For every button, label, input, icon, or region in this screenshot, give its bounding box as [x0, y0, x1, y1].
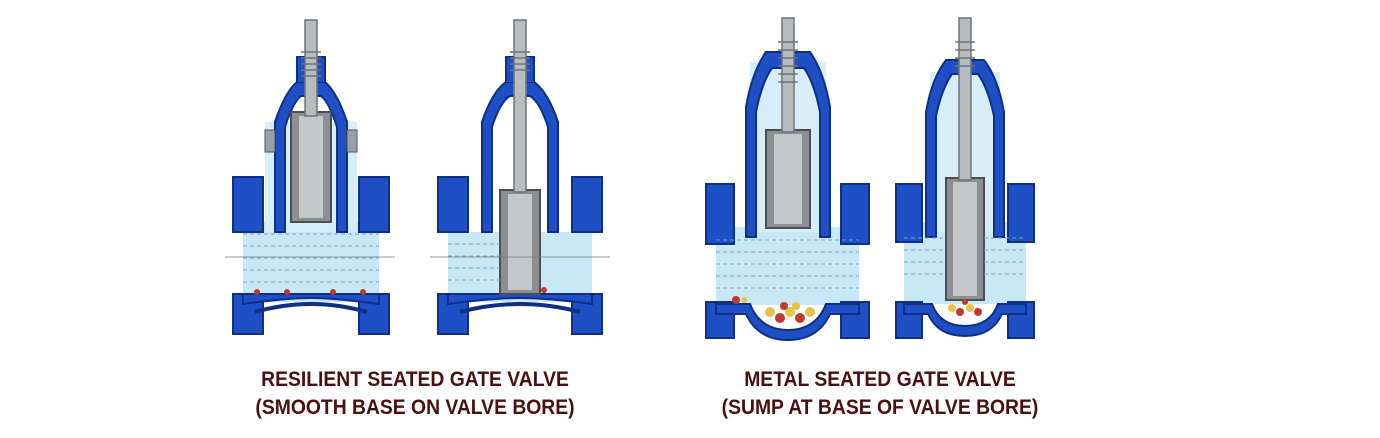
water-bore: [243, 222, 379, 302]
valve-stem: [304, 19, 318, 117]
sump-debris: [948, 299, 982, 316]
bonnet: [925, 59, 1005, 238]
sump-base: [903, 303, 1027, 338]
resilient-valve-closed-illustration: [430, 12, 610, 342]
metal-valve-open-illustration: [700, 12, 875, 342]
left-flange: [232, 176, 264, 233]
metal-valve-closed-illustration: [890, 12, 1040, 342]
caption-metal-seated: METAL SEATED GATE VALVE (SUMP AT BASE OF…: [705, 366, 1055, 422]
flow-lines: [243, 233, 379, 283]
valve-base: [447, 293, 593, 306]
valve-base: [242, 293, 380, 306]
caption-metal-line1: METAL SEATED GATE VALVE: [744, 368, 1016, 391]
sump-debris: [732, 296, 815, 323]
flow-lines: [448, 243, 500, 281]
resilient-valve-open-illustration: [225, 12, 395, 342]
caption-resilient-line1: RESILIENT SEATED GATE VALVE: [261, 368, 569, 391]
flow-lines: [904, 237, 1026, 275]
water-bore: [716, 227, 859, 305]
caption-resilient-line2: (SMOOTH BASE ON VALVE BORE): [255, 396, 575, 419]
valve-stem: [513, 19, 527, 193]
caption-metal-line2: (SUMP AT BASE OF VALVE BORE): [721, 396, 1039, 419]
caption-resilient-seated: RESILIENT SEATED GATE VALVE (SMOOTH BASE…: [240, 366, 590, 422]
bonnet: [745, 51, 831, 238]
flow-lines: [716, 239, 859, 289]
right-flange: [358, 176, 390, 233]
bonnet: [274, 81, 348, 233]
sump-base: [715, 303, 860, 342]
bonnet: [481, 81, 559, 233]
valve-stem: [781, 17, 795, 133]
